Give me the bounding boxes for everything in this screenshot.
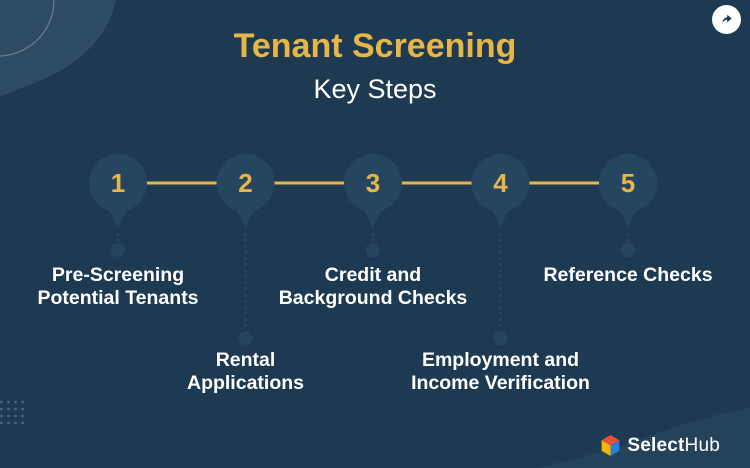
step-pin-3: 3 bbox=[344, 154, 402, 257]
page-subtitle: Key Steps bbox=[313, 74, 437, 104]
dot-grid-pattern bbox=[0, 400, 24, 425]
step-pin-2: 2 bbox=[216, 154, 275, 345]
step-pin-5: 5 bbox=[599, 154, 657, 257]
bottom-wave bbox=[535, 407, 750, 468]
step-pin-4: 4 bbox=[471, 154, 530, 345]
brand-name: SelectHub bbox=[627, 435, 720, 457]
step-number: 4 bbox=[493, 168, 508, 198]
step-pin-1: 1 bbox=[89, 154, 147, 257]
header: Tenant Screening Key Steps bbox=[0, 0, 750, 105]
step-number: 2 bbox=[238, 168, 252, 198]
step-number: 3 bbox=[366, 168, 380, 198]
selecthub-brand: SelectHub bbox=[600, 434, 720, 457]
step-number: 1 bbox=[111, 168, 125, 198]
brand-name-regular: Hub bbox=[684, 434, 720, 456]
selecthub-cube-icon bbox=[601, 435, 620, 456]
share-button[interactable] bbox=[712, 5, 741, 34]
brand-name-bold: Select bbox=[627, 434, 685, 456]
share-arrow-icon bbox=[722, 14, 732, 24]
corner-blob bbox=[0, 0, 116, 96]
page-title: Tenant Screening bbox=[233, 27, 517, 65]
step-number: 5 bbox=[621, 168, 635, 198]
